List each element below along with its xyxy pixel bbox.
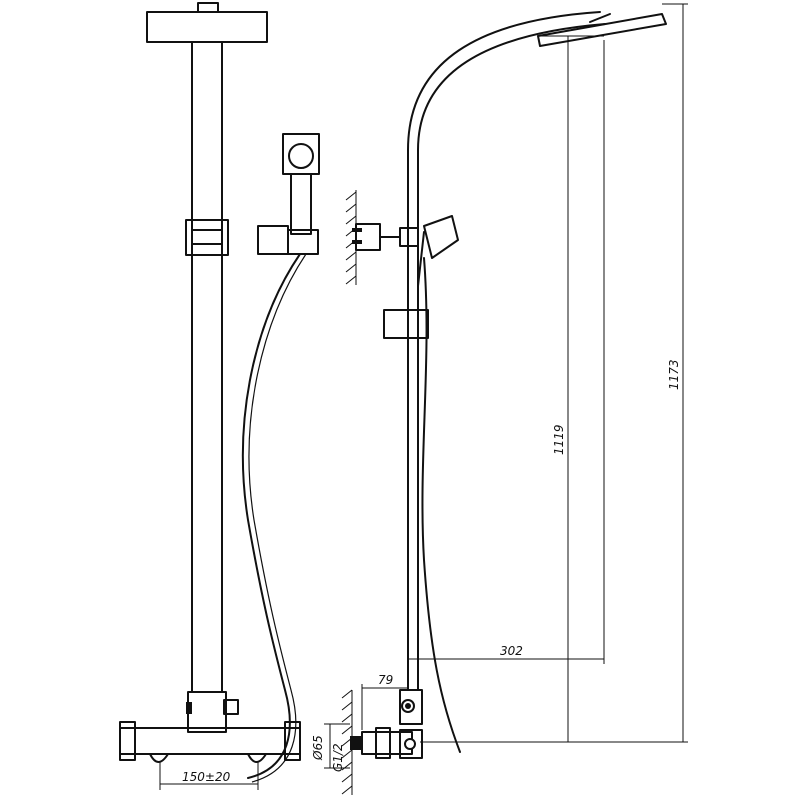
hand-shower-holder-clip — [287, 229, 319, 255]
hand-shower-face — [288, 143, 314, 169]
head-reach-label: 302 — [500, 644, 523, 658]
upper-wall-hatch — [345, 190, 357, 285]
wall-offset-label: 79 — [378, 673, 393, 687]
side-hand-shower-handle — [417, 231, 425, 287]
front-riser-pipe — [191, 41, 223, 693]
side-mixer-outlet — [399, 689, 423, 725]
front-shower-head — [146, 11, 268, 43]
side-mixer-handle-pivot — [404, 738, 416, 750]
hand-shower-view — [241, 133, 320, 783]
side-curved-arm-inner — [417, 23, 606, 151]
front-right-eccentric — [247, 753, 267, 763]
hand-shower-hose-inner — [248, 253, 307, 783]
front-mixer-right-handle — [284, 721, 301, 761]
front-mixer-valve-cap — [186, 702, 192, 714]
upper-wall-plate — [355, 223, 381, 251]
front-width-dimension-label: 150±20 — [182, 770, 231, 784]
side-view: Ø65 G1/2 79 302 1119 1173 — [311, 3, 688, 795]
side-mixer-handle — [399, 729, 423, 759]
side-mixer-valve — [375, 727, 391, 759]
hand-shower-holder — [257, 225, 289, 255]
side-curved-arm-outer — [407, 11, 601, 151]
side-rain-shower-head — [537, 13, 667, 47]
side-head-joint — [589, 13, 611, 23]
front-view: 150±20 — [119, 2, 301, 790]
side-mixer-knob-center — [405, 703, 411, 709]
hand-shower-hose — [241, 253, 301, 779]
thread-label: G1/2 — [331, 743, 345, 772]
total-height-label: 1173 — [667, 359, 681, 390]
front-left-eccentric — [149, 753, 169, 763]
upper-wall-screw-2 — [352, 240, 362, 244]
front-shower-head-cap — [197, 2, 219, 13]
front-slider-collar — [191, 229, 223, 245]
side-hose — [421, 257, 461, 753]
side-hand-shower — [423, 215, 459, 259]
upper-wall-screw-1 — [352, 228, 362, 232]
front-connector — [187, 691, 227, 733]
head-height-label: 1119 — [552, 424, 566, 455]
front-slider-bracket — [185, 219, 229, 256]
hand-shower-handle — [290, 173, 312, 235]
front-diverter-knob — [223, 699, 239, 715]
side-slider-block — [383, 309, 429, 339]
outlet-diameter-label: Ø65 — [311, 735, 325, 761]
side-wall-eccentric — [350, 736, 362, 750]
front-mixer-left-handle — [119, 721, 136, 761]
